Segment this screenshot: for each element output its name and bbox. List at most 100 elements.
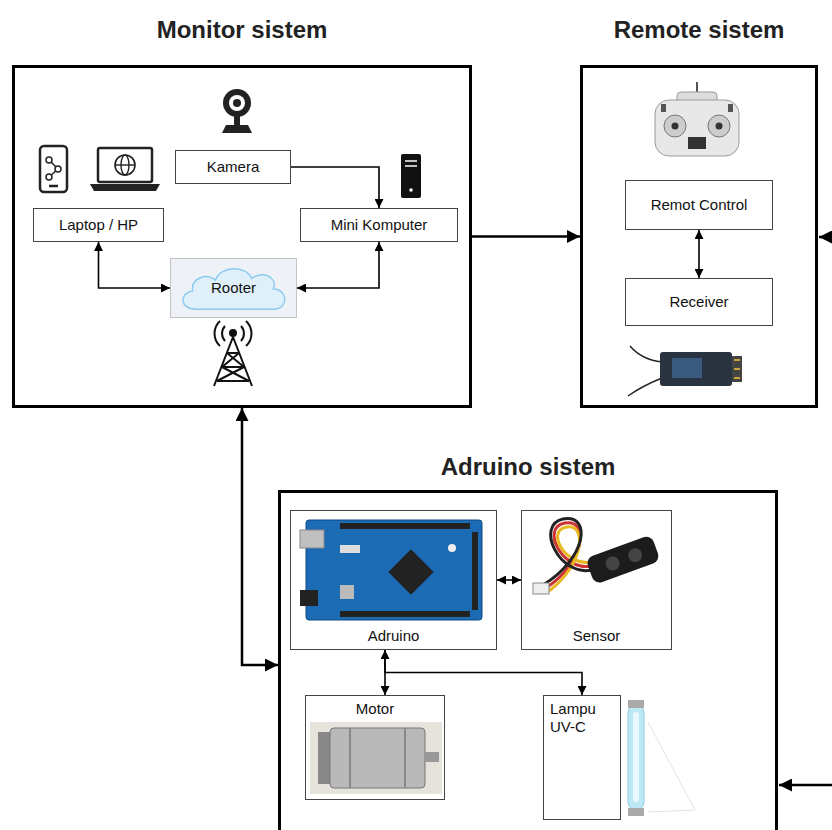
sensor-picture-part-part <box>585 535 660 585</box>
component-box: Lampu UV-C <box>543 695 621 820</box>
sensor-picture-part <box>533 583 549 594</box>
box-label: Rooter <box>211 279 256 297</box>
webcam-icon-part <box>222 125 252 133</box>
arduino-board-picture-part <box>472 532 478 610</box>
webcam-icon <box>222 89 252 133</box>
receiver-picture-part <box>734 359 740 361</box>
arduino-board-picture-part <box>300 530 324 548</box>
antenna-tower-part <box>214 337 252 386</box>
motor-picture-part <box>330 728 425 788</box>
box-label: Lampu UV-C <box>550 700 614 736</box>
transmitter-picture-part <box>655 100 739 156</box>
connector-arrow <box>497 579 521 581</box>
connector-arrow <box>385 650 582 695</box>
box-label: Adruino <box>368 627 420 645</box>
uv-lamp-picture-part <box>628 705 644 810</box>
receiver-picture-part <box>630 346 662 362</box>
box-label: Receiver <box>669 293 728 311</box>
laptop-icon-part <box>98 148 152 182</box>
phone-icon-part <box>49 185 58 188</box>
motor-picture-part <box>425 752 439 762</box>
sensor-picture-part <box>585 535 660 585</box>
uv-lamp-picture-part <box>628 808 644 816</box>
antenna-tower-part <box>217 353 249 381</box>
panel-title: Remote sistem <box>583 16 815 44</box>
component-box: Receiver <box>625 278 773 326</box>
sensor-picture <box>533 519 661 594</box>
component-box: Adruino <box>290 510 497 650</box>
connector-arrow <box>297 242 379 288</box>
box-label: Remot Control <box>651 196 748 214</box>
laptop-icon-part <box>115 155 135 175</box>
laptop-icon-part <box>115 164 135 165</box>
antenna-tower-part <box>241 326 244 341</box>
receiver-picture-part <box>734 377 740 379</box>
box-label: Motor <box>356 700 394 718</box>
connector-arrow <box>99 242 171 288</box>
receiver-picture-part <box>672 358 702 378</box>
motor-picture-part <box>404 728 406 788</box>
component-box: Remot Control <box>625 180 773 230</box>
laptop-icon <box>90 148 160 191</box>
offframe-arrow-part <box>779 784 832 787</box>
antenna-tower-part <box>222 326 225 341</box>
webcam-icon-part <box>234 116 240 126</box>
receiver-picture-part <box>734 368 740 370</box>
phone-icon-part <box>46 174 52 180</box>
transmitter-picture-part <box>708 115 730 137</box>
box-label: Sensor <box>573 627 621 645</box>
system-panel: Monitor sistemKameraLaptop / HPMini Komp… <box>12 65 472 408</box>
arduino-board-picture-part <box>340 585 354 599</box>
sensor-picture-part <box>543 519 592 585</box>
uv-lamp-picture-part <box>633 712 639 802</box>
box-label: Mini Komputer <box>331 216 428 234</box>
transmitter-picture-part <box>664 115 686 137</box>
antenna-tower-part <box>246 321 251 346</box>
connector-arrow <box>698 230 700 278</box>
arduino-board-picture-part <box>340 523 470 529</box>
connector-arrow <box>472 235 580 238</box>
arduino-board-picture-part <box>306 520 482 620</box>
computer-icon-part <box>401 154 421 198</box>
component-box: Sensor <box>521 510 672 650</box>
transmitter-picture-part <box>688 137 706 149</box>
laptop-icon-part <box>90 184 160 191</box>
connector-arrow <box>291 167 379 208</box>
computer-icon-part <box>405 165 417 167</box>
phone-icon <box>40 146 67 192</box>
component-box: Motor <box>305 695 445 800</box>
computer-icon <box>401 154 421 198</box>
phone-icon-part <box>46 157 52 163</box>
uv-lamp-picture-part <box>628 700 644 708</box>
panel-title: Monitor sistem <box>15 16 469 44</box>
arduino-board-picture <box>300 520 482 620</box>
arduino-board-picture-part <box>448 544 456 552</box>
system-panel: Adruino sistemAdruinoSensorMotorLampu UV… <box>278 490 778 830</box>
box-label: Laptop / HP <box>59 216 138 234</box>
arduino-board-picture-part <box>300 590 318 606</box>
offframe-arrow-part <box>819 236 832 239</box>
phone-icon-part <box>40 146 67 192</box>
antenna-tower-part <box>217 353 249 381</box>
transmitter-picture-part <box>716 123 723 130</box>
motor-picture <box>310 722 442 794</box>
system-panel: Remote sistemRemot ControlReceiver <box>580 65 818 408</box>
motor-picture-part <box>310 722 442 794</box>
router-box: Rooter <box>170 258 297 318</box>
motor-picture-part <box>349 728 351 788</box>
transmitter-picture-part <box>661 104 666 112</box>
cloud-outline <box>183 269 285 310</box>
receiver-picture <box>628 346 742 396</box>
arduino-board-picture-part <box>388 549 433 594</box>
webcam-icon-part <box>229 95 245 111</box>
connector-arrow <box>242 408 278 665</box>
component-box: Mini Komputer <box>300 208 458 242</box>
phone-icon-part <box>55 166 61 172</box>
uv-lamp-picture-part <box>648 722 695 812</box>
arduino-board-picture-part <box>340 545 360 553</box>
component-box: Laptop / HP <box>33 208 164 242</box>
computer-icon-part <box>405 160 417 162</box>
box-label: Kamera <box>207 158 260 176</box>
